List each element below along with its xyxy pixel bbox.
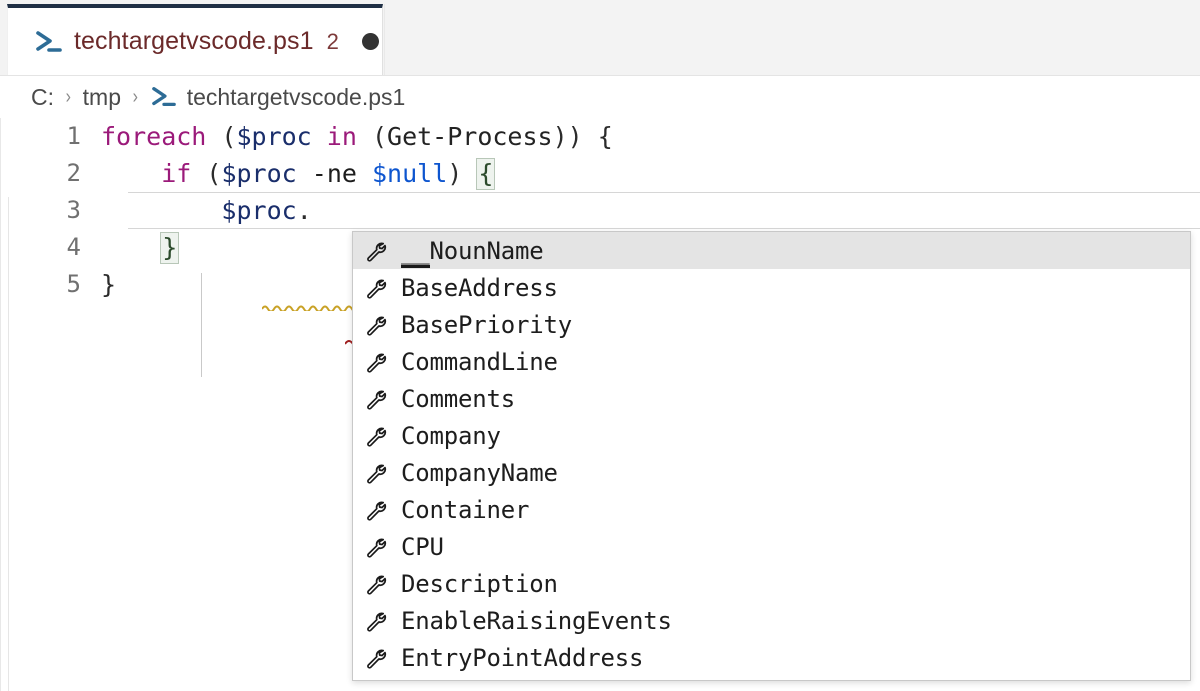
editor-tab-count: 2 <box>326 28 339 54</box>
breadcrumb-separator-icon: › <box>132 85 139 108</box>
token-space <box>312 122 327 151</box>
list-item[interactable]: CPU <box>353 528 1190 565</box>
token-punctuation: ) <box>447 159 478 188</box>
code-line: 2 if ($proc -ne $null) { <box>1 155 1200 192</box>
code-line-current: 3 $proc. <box>1 192 1200 229</box>
token-punctuation: } <box>101 270 117 299</box>
line-number: 5 <box>66 270 81 298</box>
line-number: 4 <box>66 233 81 261</box>
wrench-icon <box>363 608 389 634</box>
token-indent <box>101 159 161 188</box>
wrench-icon <box>363 645 389 671</box>
line-number: 2 <box>66 159 81 187</box>
editor-tab-label: techtargetvscode.ps1 <box>74 27 314 55</box>
list-item[interactable]: Comments <box>353 380 1190 417</box>
line-number: 1 <box>66 122 81 150</box>
list-item-label: Description <box>401 569 558 598</box>
token-punctuation: ( <box>206 122 237 151</box>
list-item[interactable]: Description <box>353 565 1190 602</box>
list-item[interactable]: BaseAddress <box>353 269 1190 306</box>
list-item[interactable]: BasePriority <box>353 306 1190 343</box>
list-item-label: CompanyName <box>401 458 558 487</box>
list-item[interactable]: CommandLine <box>353 343 1190 380</box>
breadcrumb-item-file[interactable]: techtargetvscode.ps1 <box>186 83 406 110</box>
token-variable: $proc <box>221 196 297 225</box>
list-item-label: EntryPointAddress <box>401 643 644 672</box>
code-line: 4 } <box>1 229 1200 266</box>
list-item-label: CPU <box>401 532 444 561</box>
token-variable: $proc <box>236 122 312 151</box>
list-item-label: BasePriority <box>401 310 572 339</box>
token-keyword: foreach <box>101 122 207 151</box>
list-item[interactable]: __NounName <box>353 232 1190 269</box>
wrench-icon <box>363 238 389 264</box>
indent-guide <box>201 273 202 377</box>
token-indent <box>101 233 161 262</box>
breadcrumb-separator-icon: › <box>65 85 72 108</box>
breadcrumb-item-folder[interactable]: tmp <box>82 83 122 110</box>
token-operator: -ne <box>311 159 357 188</box>
list-item[interactable]: EnableRaisingEvents <box>353 602 1190 639</box>
list-item-rest: NounName <box>429 236 544 265</box>
code-line-content: } <box>101 229 1200 266</box>
token-indent <box>101 196 221 225</box>
wrench-icon <box>363 275 389 301</box>
list-item-label: BaseAddress <box>401 273 558 302</box>
list-item[interactable]: Container <box>353 491 1190 528</box>
list-item-label: EnableRaisingEvents <box>401 606 672 635</box>
list-item-label: __NounName <box>401 236 544 268</box>
list-item-label: Company <box>401 421 501 450</box>
list-item[interactable]: CompanyName <box>353 454 1190 491</box>
list-item[interactable]: Company <box>353 417 1190 454</box>
editor-tab-techtargetvscode[interactable]: techtargetvscode.ps1 2 <box>7 4 383 75</box>
wrench-icon <box>363 534 389 560</box>
wrench-icon <box>363 571 389 597</box>
wrench-icon <box>363 423 389 449</box>
list-item-label: CommandLine <box>401 347 558 376</box>
unsaved-changes-dot-icon[interactable] <box>361 33 379 50</box>
tab-bar-empty-area <box>384 4 1200 75</box>
token-command: Get-Process <box>387 122 553 151</box>
code-line-content: if ($proc -ne $null) { <box>101 155 1200 192</box>
token-space <box>297 159 312 188</box>
code-line: 5 } <box>1 266 1200 303</box>
wrench-icon <box>363 497 389 523</box>
bracket-match-highlight: { <box>476 158 496 190</box>
line-number: 3 <box>66 196 81 224</box>
code-line: 1 foreach ($proc in (Get-Process)) { <box>1 118 1200 155</box>
wrench-icon <box>363 460 389 486</box>
token-punctuation: )) { <box>552 122 613 151</box>
code-line-content: $proc. <box>101 192 1200 229</box>
wrench-icon <box>363 349 389 375</box>
powershell-icon <box>150 85 178 109</box>
token-variable: $proc <box>221 159 297 188</box>
token-punctuation: ( <box>191 159 222 188</box>
token-space <box>357 159 372 188</box>
code-area[interactable]: 1 foreach ($proc in (Get-Process)) { 2 i… <box>1 118 1200 691</box>
editor-tab-bar: techtargetvscode.ps1 2 <box>0 0 1200 76</box>
code-line-content: foreach ($proc in (Get-Process)) { <box>101 118 1200 155</box>
breadcrumb-item-drive[interactable]: C: <box>31 83 54 110</box>
editor-left-rule <box>8 197 9 691</box>
list-item[interactable]: EntryPointAddress <box>353 639 1190 676</box>
token-variable-null: $null <box>371 159 448 188</box>
token-punctuation: . <box>296 196 312 225</box>
token-keyword: if <box>161 159 192 188</box>
bracket-match-highlight: } <box>160 232 180 264</box>
matched-prefix: __ <box>401 236 430 268</box>
breadcrumb: C: › tmp › techtargetvscode.ps1 <box>0 76 1200 118</box>
wrench-icon <box>363 386 389 412</box>
token-punctuation: ( <box>356 122 388 151</box>
list-item-label: Comments <box>401 384 515 413</box>
list-item-label: Container <box>401 495 530 524</box>
autocomplete-suggestion-list[interactable]: __NounName BaseAddress BasePriority Comm… <box>352 231 1191 681</box>
code-line-content: } <box>101 266 1200 303</box>
powershell-icon <box>34 29 64 55</box>
wrench-icon <box>363 312 389 338</box>
token-keyword: in <box>326 122 357 151</box>
